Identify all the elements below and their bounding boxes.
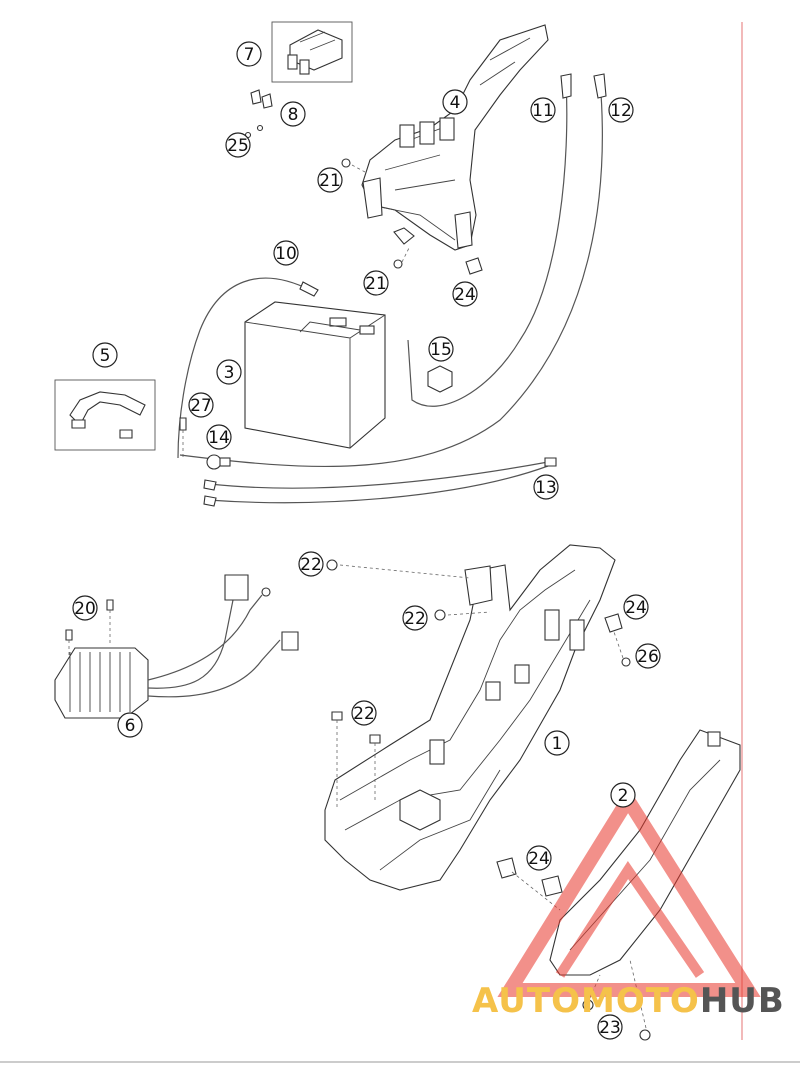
callout-25: 25 [225,132,251,158]
callout-20: 20 [72,595,98,621]
callout-21-lower: 21 [363,270,389,296]
callout-7: 7 [236,41,262,67]
part-cable-10-terminal [299,281,319,297]
callout-14: 14 [206,424,232,450]
svg-text:22: 22 [353,704,375,724]
part-screws-21 [341,158,411,269]
callout-22-top: 22 [298,551,324,577]
callout-5: 5 [92,342,118,368]
svg-text:7: 7 [244,45,255,65]
callout-13: 13 [533,474,559,500]
part-screws-22 [326,559,491,810]
callout-2: 2 [610,782,636,808]
part-terminal-cap [427,365,453,393]
part-clip-26 [604,613,631,667]
part-relay [271,21,353,83]
svg-text:23: 23 [599,1018,621,1038]
svg-text:12: 12 [610,101,632,121]
part-clip-top [465,257,483,275]
svg-text:4: 4 [450,93,461,113]
part-cables-13 [203,457,557,507]
part-battery [244,301,386,449]
watermark-wordmark: AUTOMOTOHUB [472,981,785,1021]
callout-22-middle: 22 [402,605,428,631]
part-cables-11-12 [179,73,607,468]
svg-text:14: 14 [208,428,230,448]
part-battery-tray [324,544,616,891]
part-screw-27 [179,417,187,460]
callout-15: 15 [428,336,454,362]
callout-11: 11 [530,97,556,123]
part-fuse-14 [206,454,231,470]
svg-text:24: 24 [528,849,550,869]
svg-text:24: 24 [625,598,647,618]
callout-24-upper: 24 [452,281,478,307]
svg-text:3: 3 [224,363,235,383]
svg-text:26: 26 [637,647,659,667]
svg-text:22: 22 [404,609,426,629]
callout-24-lower: 24 [526,845,552,871]
callout-3: 3 [216,359,242,385]
callout-24-right: 24 [623,594,649,620]
svg-text:6: 6 [125,716,136,736]
svg-text:15: 15 [430,340,452,360]
svg-text:2: 2 [618,786,629,806]
svg-text:27: 27 [190,396,212,416]
part-connector-clips [250,89,273,109]
svg-text:20: 20 [74,599,96,619]
callout-21-upper: 21 [317,167,343,193]
svg-text:8: 8 [288,105,299,125]
part-clips-bottom [496,857,563,911]
callout-27: 27 [188,392,214,418]
svg-text:11: 11 [532,101,554,121]
callout-10: 10 [273,240,299,266]
watermark-moto: MOTO [581,981,700,1021]
svg-text:13: 13 [535,478,557,498]
svg-text:10: 10 [275,244,297,264]
svg-text:21: 21 [365,274,387,294]
callout-8: 8 [280,101,306,127]
callout-1: 1 [544,730,570,756]
part-voltage-regulator [54,574,299,719]
svg-text:21: 21 [319,171,341,191]
part-screws-20 [65,599,114,655]
part-battery-strap [54,379,156,451]
part-battery-holder [361,24,549,251]
svg-text:25: 25 [227,136,249,156]
svg-text:AUTOMOTOHUB: AUTOMOTOHUB [472,981,785,1021]
watermark-logo [497,786,761,997]
watermark-auto: AUTO [472,981,581,1021]
callout-12: 12 [608,97,634,123]
callout-4: 4 [442,89,468,115]
svg-text:5: 5 [100,346,111,366]
callout-6: 6 [117,712,143,738]
svg-text:1: 1 [552,734,563,754]
callout-22-lower: 22 [351,700,377,726]
part-small-screws [244,124,264,139]
callout-23: 23 [597,1014,623,1040]
watermark-hub: HUB [700,981,785,1021]
svg-text:22: 22 [300,555,322,575]
svg-text:24: 24 [454,285,476,305]
callout-26: 26 [635,643,661,669]
